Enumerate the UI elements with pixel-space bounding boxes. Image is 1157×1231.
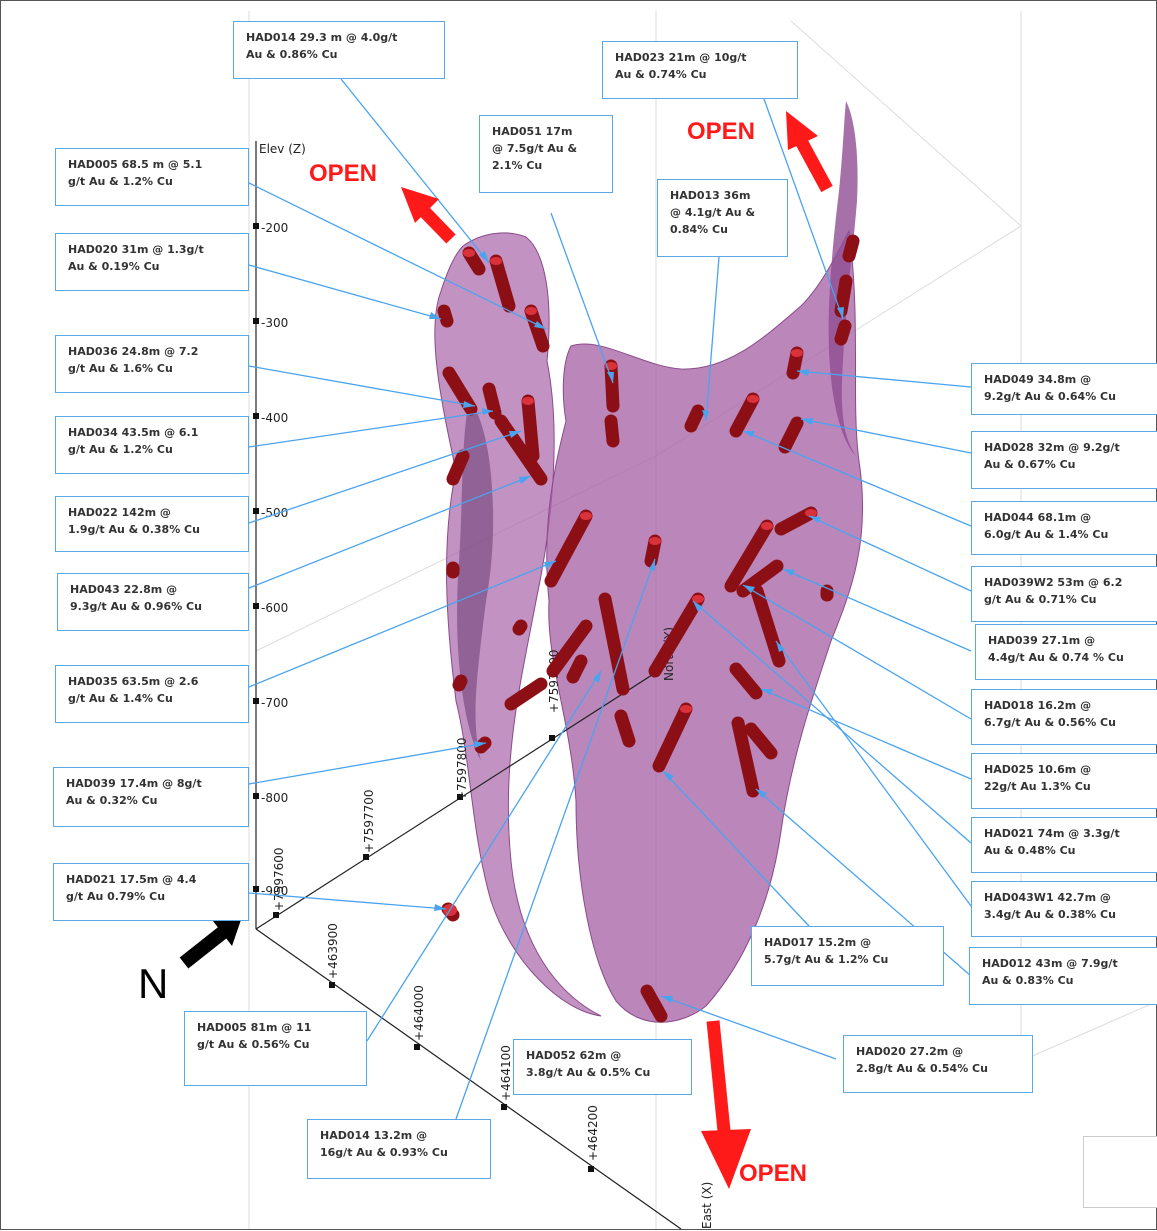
callout-had049-34-8m: HAD049 34.8m @ 9.2g/t Au & 0.64% Cu <box>971 363 1157 415</box>
callout-had005-81m: HAD005 81m @ 11 g/t Au & 0.56% Cu <box>184 1011 367 1086</box>
legend-box <box>1083 1136 1157 1208</box>
callout-had036-24-8m: HAD036 24.8m @ 7.2 g/t Au & 1.6% Cu <box>55 335 249 393</box>
elev-tick-label: -300 <box>261 316 288 330</box>
drill-intercept-cap <box>490 257 502 265</box>
drill-intercept <box>841 281 846 311</box>
drill-intercept <box>573 661 581 677</box>
drill-intercept-cap <box>761 522 773 530</box>
drill-intercept-cap <box>580 512 592 520</box>
callout-had052-62m: HAD052 62m @ 3.8g/t Au & 0.5% Cu <box>513 1039 692 1095</box>
orebody-central-body <box>547 231 863 1022</box>
north-arrow-icon <box>184 914 243 963</box>
east-tick-label: +463900 <box>326 923 340 979</box>
drill-intercept <box>841 326 845 339</box>
callout-had044-68-1m: HAD044 68.1m @ 6.0g/t Au & 1.4% Cu <box>971 501 1157 555</box>
elev-tick-label: -400 <box>261 411 288 425</box>
callout-had043-22-8m: HAD043 22.8m @ 9.3g/t Au & 0.96% Cu <box>57 573 249 631</box>
callout-had021-74m: HAD021 74m @ 3.3g/t Au & 0.48% Cu <box>971 817 1157 873</box>
callout-had012-43m: HAD012 43m @ 7.9g/t Au & 0.83% Cu <box>969 947 1157 1005</box>
drill-intercept <box>489 389 495 413</box>
drill-intercept-cap <box>805 509 817 517</box>
drill-intercept-cap <box>791 349 803 357</box>
drill-intercept <box>849 241 853 256</box>
drill-intercept <box>691 411 698 426</box>
elev-axis-label: Elev (Z) <box>259 142 306 156</box>
east-axis-label: East (X) <box>700 1182 714 1229</box>
east-tick-label: +464100 <box>499 1045 513 1101</box>
east-tick-label: +464000 <box>412 985 426 1041</box>
callout-had034-43-5m: HAD034 43.5m @ 6.1 g/t Au & 1.2% Cu <box>55 416 249 474</box>
elev-axis-ticks: -200 -300 -400 -500 -600 -700 -800 -900 <box>253 221 288 898</box>
elev-tick-label: -700 <box>261 696 288 710</box>
callout-had039-17-4m: HAD039 17.4m @ 8g/t Au & 0.32% Cu <box>53 767 249 827</box>
callout-had043w1-42-7m: HAD043W1 42.7m @ 3.4g/t Au & 0.38% Cu <box>971 881 1157 937</box>
elev-tick-label: -800 <box>261 791 288 805</box>
callout-had020-31m: HAD020 31m @ 1.3g/t Au & 0.19% Cu <box>55 233 249 291</box>
callout-had014-13-2m: HAD014 13.2m @ 16g/t Au & 0.93% Cu <box>307 1119 491 1179</box>
open-arrow-northwest <box>401 187 451 239</box>
drill-intercept <box>453 456 463 479</box>
drill-intercept-cap <box>680 705 692 713</box>
drill-intercept-cap <box>525 307 537 315</box>
east-tick-label: +464200 <box>586 1105 600 1161</box>
north-tick-label: +7597600 <box>272 848 286 912</box>
elev-tick-label: -200 <box>261 221 288 235</box>
callout-had022-142m: HAD022 142m @ 1.9g/t Au & 0.38% Cu <box>55 496 249 552</box>
north-arrow-label: N <box>138 960 168 1007</box>
drill-intercept <box>621 716 629 741</box>
north-tick-label: +7597700 <box>362 790 376 854</box>
callout-had017-15-2m: HAD017 15.2m @ 5.7g/t Au & 1.2% Cu <box>751 926 944 986</box>
callout-had039-27-1m: HAD039 27.1m @ 4.4g/t Au & 0.74 % Cu <box>975 624 1157 680</box>
callout-had023-21m: HAD023 21m @ 10g/t Au & 0.74% Cu <box>602 41 798 99</box>
drill-intercept <box>444 311 447 321</box>
drill-intercept <box>519 626 521 629</box>
drill-intercept <box>528 401 533 456</box>
callout-had028-32m: HAD028 32m @ 9.2g/t Au & 0.67% Cu <box>971 431 1157 489</box>
drill-intercept-cap <box>463 249 475 257</box>
drill-intercept-cap <box>649 537 661 545</box>
callout-had051-17m: HAD051 17m @ 7.5g/t Au & 2.1% Cu <box>479 115 613 193</box>
drill-intercept-cap <box>747 395 759 403</box>
callout-had005-68-5m: HAD005 68.5 m @ 5.1 g/t Au & 1.2% Cu <box>55 148 249 206</box>
callout-had025-10-6m: HAD025 10.6m @ 22g/t Au 1.3% Cu <box>971 753 1157 809</box>
callout-had013-36m: HAD013 36m @ 4.1g/t Au & 0.84% Cu <box>657 179 788 257</box>
open-label-east: OPEN <box>687 118 755 145</box>
callout-had020-27-2m: HAD020 27.2m @ 2.8g/t Au & 0.54% Cu <box>843 1035 1033 1093</box>
callout-had014-29-3m: HAD014 29.3 m @ 4.0g/t Au & 0.86% Cu <box>233 21 445 79</box>
drill-intercept-cap <box>522 397 534 405</box>
open-label-south: OPEN <box>739 1160 807 1187</box>
callout-had018-16-2m: HAD018 16.2m @ 6.7g/t Au & 0.56% Cu <box>971 689 1157 745</box>
drill-intercept <box>611 421 613 441</box>
open-label-west: OPEN <box>309 160 377 187</box>
callout-had021-17-5m: HAD021 17.5m @ 4.4 g/t Au 0.79% Cu <box>53 863 249 921</box>
callout-had035-63-5m: HAD035 63.5m @ 2.6 g/t Au & 1.4% Cu <box>55 665 249 723</box>
elev-tick-label: -600 <box>261 601 288 615</box>
drill-intercept <box>459 681 461 685</box>
callout-had039w2-53m: HAD039W2 53m @ 6.2 g/t Au & 0.71% Cu <box>971 566 1157 622</box>
